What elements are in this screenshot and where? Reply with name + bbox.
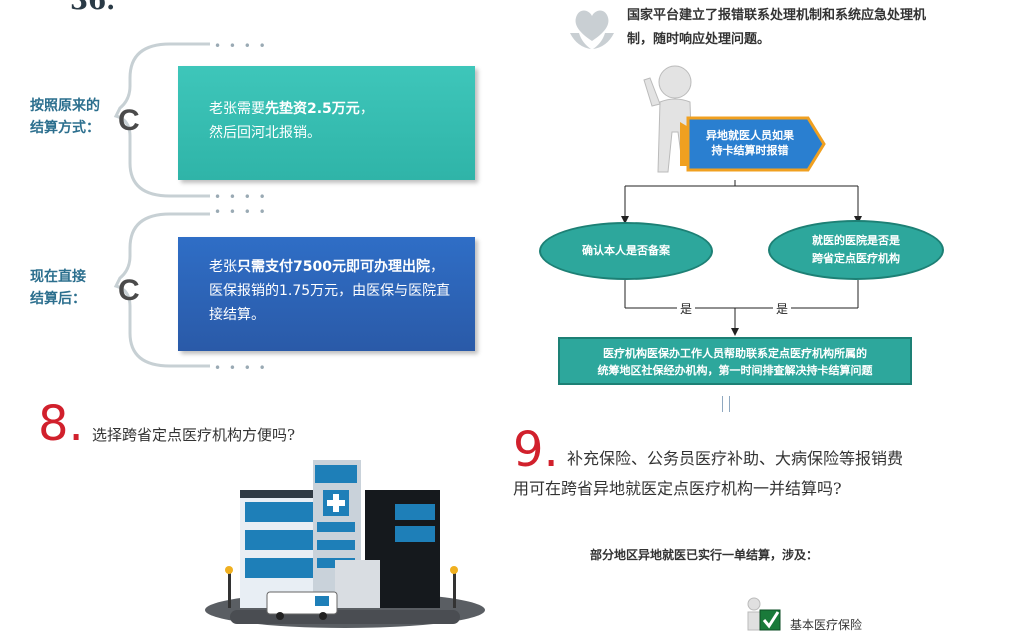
heart-hands-icon xyxy=(570,10,614,49)
section-number-fragment: 36. xyxy=(70,0,116,16)
check-icon xyxy=(747,597,781,631)
figure-with-error-sign xyxy=(643,65,826,173)
flow-result-box: 医疗机构医保办工作人员帮助联系定点医疗机构所属的 统筹地区社保经办机构，第一时间… xyxy=(558,337,912,385)
error-sign-text: 异地就医人员如果 持卡结算时报错 xyxy=(706,129,794,157)
hospital-illustration xyxy=(205,460,485,628)
dots-top: • • • • xyxy=(214,39,268,53)
flow-connectors xyxy=(621,180,862,336)
dots-mid1: • • • • xyxy=(214,190,268,204)
yes-label-left: 是 xyxy=(677,300,696,317)
new-method-box: 老张只需支付7500元即可办理出院，医保报销的1.75万元，由医保与医院直接结算… xyxy=(178,237,475,351)
yes-label-right: 是 xyxy=(773,300,792,317)
question-9-text-line1: 补充保险、公务员医疗补助、大病保险等报销费 xyxy=(567,449,904,468)
dots-mid2: • • • • xyxy=(214,205,268,219)
c-mark-old: C xyxy=(118,104,140,137)
summary-item-basic-insurance: 基本医疗保险 xyxy=(790,618,863,632)
summary-title: 部分地区异地就医已实行一单结算，涉及： xyxy=(590,548,819,562)
question-9-number: 9. xyxy=(513,422,559,478)
question-9-text-line2: 用可在跨省异地就医定点医疗机构一并结算吗? xyxy=(513,479,842,498)
ellipse-check-hospital: 就医的医院是否是跨省定点医疗机构 xyxy=(768,220,944,280)
scroll-marker xyxy=(722,396,730,412)
question-8-number: 8. xyxy=(38,396,84,452)
new-method-label: 现在直接 结算后： xyxy=(30,269,86,307)
bracket-lines xyxy=(113,42,210,368)
old-method-box: 老张需要先垫资2.5万元， 然后回河北报销。 xyxy=(178,66,475,180)
old-method-label: 按照原来的 结算方式： xyxy=(30,98,100,136)
question-8-text: 选择跨省定点医疗机构方便吗? xyxy=(92,426,296,444)
c-mark-new: C xyxy=(118,274,140,307)
dots-bottom: • • • • xyxy=(214,361,268,375)
flow-header-text: 国家平台建立了报错联系处理机制和系统应急处理机 制，随时响应处理问题。 xyxy=(627,8,927,47)
ellipse-check-registration: 确认本人是否备案 xyxy=(539,222,713,280)
